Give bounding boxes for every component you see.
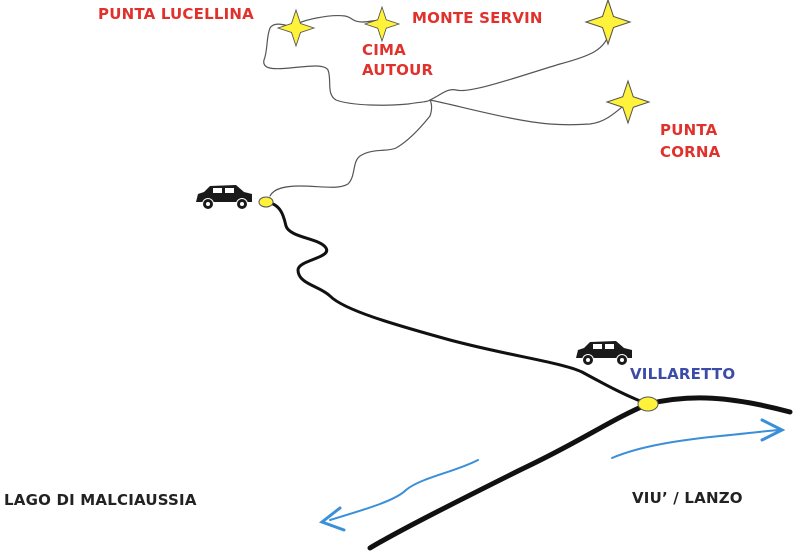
car-icon <box>196 185 252 210</box>
villaretto-marker <box>637 396 659 412</box>
star-icon <box>584 0 632 46</box>
label-lago-di-malciaussia: LAGO DI MALCIAUSSIA <box>4 491 197 509</box>
trail-approach <box>269 99 433 197</box>
label-cima-autour-line1: CIMA <box>362 41 406 59</box>
star-icons <box>276 0 651 125</box>
arrow-lanzo-head <box>760 418 786 442</box>
trail-lucellina-loop <box>263 23 431 106</box>
label-punta-lucellina: PUNTA LUCELLINA <box>98 5 254 23</box>
arrow-lanzo-shaft <box>611 429 779 459</box>
trail-corna <box>429 99 629 126</box>
label-viu-lanzo: VIU’ / LANZO <box>632 489 743 507</box>
label-monte-servin: MONTE SERVIN <box>412 9 543 27</box>
label-punta-corna-line1: PUNTA <box>660 121 718 139</box>
trail-servin <box>429 29 611 101</box>
label-villaretto: VILLARETTO <box>630 365 736 383</box>
trail-autour-branch <box>291 15 383 28</box>
arrow-icon <box>318 418 786 532</box>
star-icon <box>605 79 651 125</box>
car-icon <box>576 341 632 366</box>
arrow-malciaussia-shaft <box>329 459 479 521</box>
main-road <box>367 395 793 551</box>
access-road <box>264 200 650 406</box>
label-cima-autour-line2: AUTOUR <box>362 61 434 79</box>
arrow-malciaussia-head <box>318 506 346 532</box>
hiking-trails <box>263 15 629 197</box>
star-icon <box>363 5 401 43</box>
label-punta-corna-line2: CORNA <box>660 143 721 161</box>
parking-marker <box>258 196 274 208</box>
star-icon <box>276 8 316 48</box>
